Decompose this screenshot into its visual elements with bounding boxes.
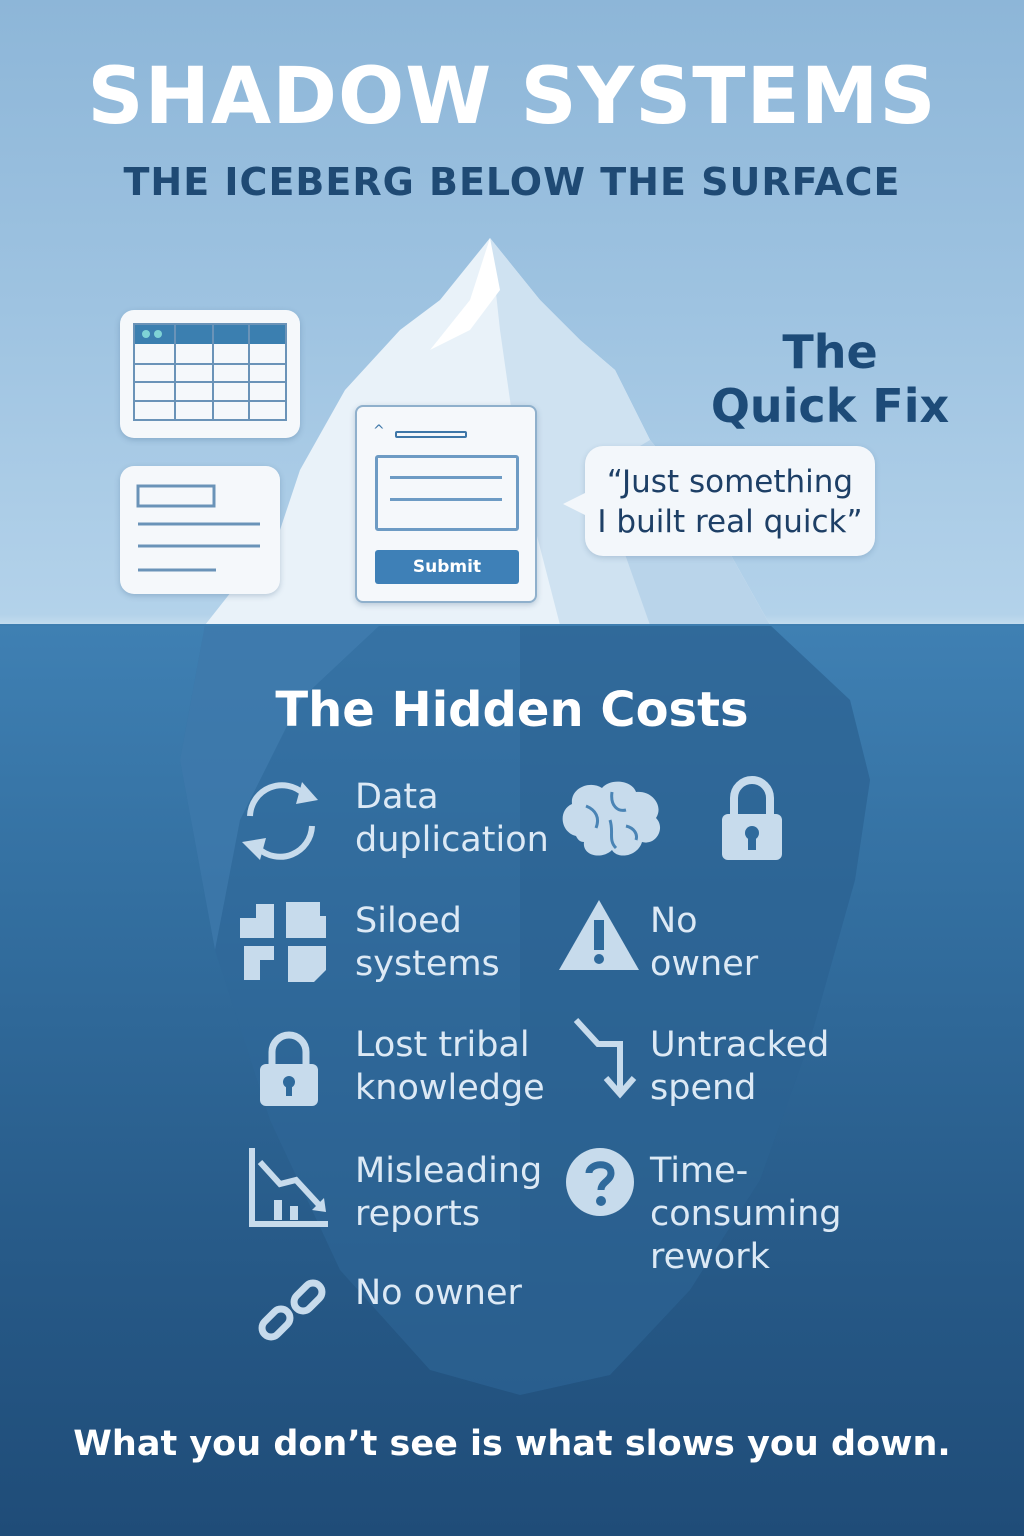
text-lines-icon <box>136 484 260 572</box>
form-header: ^ <box>373 423 467 439</box>
brain-icon <box>562 781 661 856</box>
hidden-costs-heading: The Hidden Costs <box>275 682 749 738</box>
document-card <box>120 466 280 594</box>
cost-no-owner-left: No owner <box>355 1273 522 1313</box>
warning-triangle-icon <box>559 900 639 970</box>
form-header-bar <box>395 431 467 438</box>
poster-subtitle: THE ICEBERG BELOW THE SURFACE <box>123 160 901 204</box>
spreadsheet-card <box>120 310 300 438</box>
cost-siloed-systems: Siloed systems <box>355 901 500 984</box>
submit-button[interactable]: Submit <box>375 550 519 584</box>
cost-untracked-spend: Untracked spend <box>650 1025 830 1108</box>
quick-fix-line-1: The <box>782 325 878 379</box>
cost-lost-tribal-knowledge: Lost tribal knowledge <box>355 1025 545 1108</box>
declining-chart-icon <box>249 1148 328 1227</box>
cost-no-owner-right: No owner <box>650 901 759 984</box>
caret-up-icon: ^ <box>373 423 385 439</box>
footer-tagline: What you don’t see is what slows you dow… <box>73 1424 951 1464</box>
quote-line-1: “Just something <box>606 464 854 500</box>
cost-time-consuming-rework: Time- consuming rework <box>650 1151 842 1277</box>
quote-text: “Just something I built real quick” <box>585 462 875 542</box>
quote-line-2: I built real quick” <box>597 504 863 540</box>
web-form-card: ^ Submit <box>355 405 537 603</box>
spreadsheet-icon <box>133 323 287 421</box>
question-mark-icon <box>566 1148 634 1216</box>
down-arrow-icon <box>573 1017 637 1099</box>
poster-title: SHADOW SYSTEMS <box>87 52 937 142</box>
quick-fix-heading: The Quick Fix <box>700 325 960 433</box>
broken-link-icon <box>258 1279 326 1341</box>
cost-misleading-reports: Misleading reports <box>355 1151 543 1234</box>
padlock-icon <box>722 776 782 860</box>
speech-bubble-tail <box>563 492 587 516</box>
quick-fix-line-2: Quick Fix <box>710 379 950 433</box>
form-text-area <box>375 455 519 531</box>
puzzle-pieces-icon <box>240 902 326 982</box>
sync-arrows-icon <box>242 782 318 860</box>
speech-bubble: “Just something I built real quick” <box>563 446 875 556</box>
padlock-icon <box>260 1031 318 1106</box>
cost-data-duplication: Data duplication <box>355 777 549 860</box>
